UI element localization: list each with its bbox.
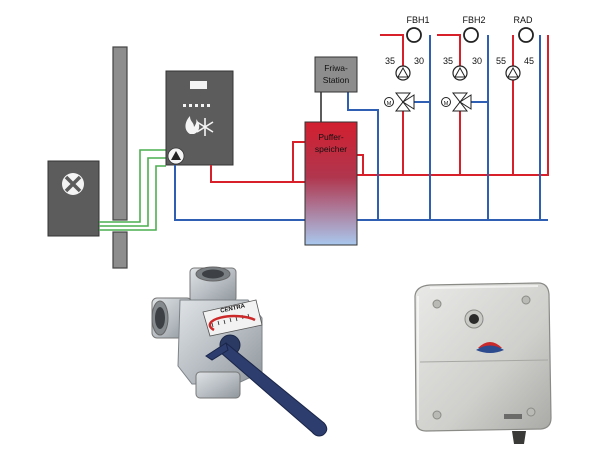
controller-display <box>190 81 207 89</box>
svg-text:M: M <box>387 101 392 107</box>
cable-entry <box>512 431 526 444</box>
consumer-icon <box>518 27 534 43</box>
pump-icon <box>395 65 411 81</box>
heat-pump-controller <box>165 70 234 166</box>
return-temp: 45 <box>524 56 534 66</box>
friwa-label-line1: Friwa- <box>324 63 348 73</box>
position-knob <box>464 309 484 329</box>
supply-temp: 35 <box>385 56 395 66</box>
mounting-screw <box>432 295 536 420</box>
pump-icon <box>505 65 521 81</box>
buffer-label-line2: speicher <box>315 144 347 154</box>
return-temp: 30 <box>414 56 424 66</box>
friwa-label-line2: Station <box>323 75 350 85</box>
circuit-name: FBH1 <box>406 15 429 25</box>
heat-source-unit <box>47 160 100 237</box>
circuit-name: RAD <box>513 15 533 25</box>
return-temp: 30 <box>472 56 482 66</box>
pump-icon <box>452 65 468 81</box>
consumer-icon <box>463 27 479 43</box>
circuit-rad: RAD 55 45 <box>496 15 534 81</box>
pump-symbol-icon <box>167 147 185 165</box>
supply-temp: 55 <box>496 56 506 66</box>
controller-buttons <box>183 104 210 107</box>
flame-icon <box>185 116 200 134</box>
cable-gland <box>504 414 522 419</box>
valve-scale-plate: CENTRA <box>202 299 263 337</box>
supply-pipes <box>210 34 549 183</box>
mixing-valve-icon <box>451 92 472 112</box>
hydraulic-schematic: Friwa- Station Puffer- speicher FBH1 35 … <box>47 15 549 269</box>
supply-temp: 35 <box>443 56 453 66</box>
buffer-tank: Puffer- speicher <box>304 121 358 246</box>
friwa-station: Friwa- Station <box>314 56 358 122</box>
snowflake-icon <box>196 118 214 136</box>
actuator-motor-icon: M <box>384 97 394 107</box>
brand-logo-icon <box>476 342 504 353</box>
fan-icon <box>62 173 84 195</box>
chimney <box>112 46 128 269</box>
circuit-fbh2: FBH2 35 30 M <box>441 15 486 112</box>
actuator-motor-icon: M <box>441 97 451 107</box>
circuit-fbh1: FBH1 35 30 M <box>384 15 430 112</box>
circuit-name: FBH2 <box>462 15 485 25</box>
buffer-label-line1: Puffer- <box>318 132 344 142</box>
valve-brand-label: CENTRA <box>220 303 246 314</box>
return-pipes <box>174 35 548 221</box>
consumer-icon <box>406 27 422 43</box>
mixing-valve-photo: CENTRA <box>151 266 328 437</box>
control-lines <box>99 149 166 231</box>
valve-actuator-photo <box>414 282 552 444</box>
mixing-valve-icon <box>394 92 415 112</box>
valve-handle <box>205 342 328 437</box>
svg-text:M: M <box>444 101 449 107</box>
